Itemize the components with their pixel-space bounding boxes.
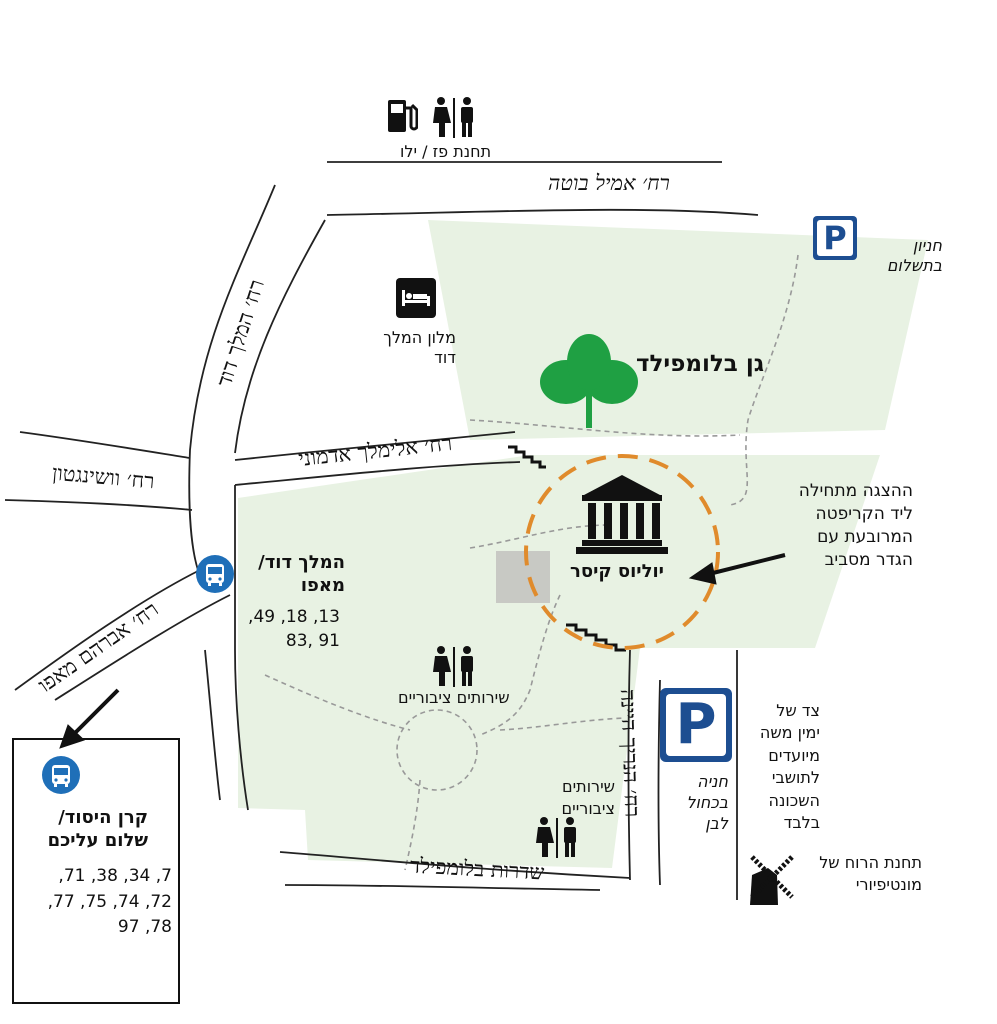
resident-parking-note-line: צד של bbox=[776, 701, 820, 720]
bus-stop-2-lines-row: 7, 34, 38, 71, bbox=[58, 866, 172, 886]
bus-stop-2-title: קרן היסוד/ שלום עליכם bbox=[22, 806, 148, 853]
windmill-label-line: מונטיפיורי bbox=[855, 875, 922, 895]
blue-white-parking-line: לבן bbox=[705, 813, 728, 833]
street-label-emil-botta: רח׳ אמיל בוטה bbox=[548, 171, 670, 195]
gas-station-label: תחנת פז / ילו bbox=[400, 142, 492, 161]
windmill-label: תחנת הרוח של מונטיפיורי bbox=[800, 852, 922, 897]
stairs-icon bbox=[566, 623, 626, 652]
paid-parking-label: חניון בתשלום bbox=[872, 236, 942, 276]
bus-icon bbox=[42, 756, 80, 794]
paid-parking-line: בתשלום bbox=[886, 256, 942, 275]
restroom-icon bbox=[430, 96, 478, 138]
paid-parking-line: חניון bbox=[912, 236, 942, 255]
restrooms-label: שירותים ציבוריים bbox=[398, 688, 510, 707]
bus-stop-1-lines: 13, 18, 49, 91 ,83 bbox=[240, 606, 340, 654]
arrow-icon bbox=[59, 553, 786, 749]
crypt-plaza bbox=[496, 551, 550, 603]
museum-icon bbox=[576, 475, 668, 554]
restrooms-label: שירותים ציבוריים bbox=[545, 776, 615, 819]
exhibition-note-line: ליד הקריפטה bbox=[815, 503, 913, 524]
bus-stop-1-title: המלך דוד/ מאפו bbox=[240, 552, 345, 597]
resident-parking-note-line: ימין משה bbox=[759, 723, 820, 743]
bus-stop-2-lines-row: 72, 74, 75, 77, bbox=[47, 891, 172, 912]
exhibition-note-line: המרובעת עם bbox=[817, 526, 913, 547]
hotel-label: מלון המלך דוד bbox=[358, 328, 456, 368]
exhibition-note-line: הגדר מסביב bbox=[824, 549, 913, 570]
resident-parking-note: צד של ימין משה מיועדים לתושבי השכונה בלב… bbox=[748, 700, 820, 834]
blue-white-parking-label: חניה בכחול לבן bbox=[670, 772, 728, 834]
bus-stop-1-lines-row: 91 ,83 bbox=[285, 630, 340, 651]
blue-white-parking-line: חניה bbox=[697, 772, 728, 791]
bus-stop-2-title-line: קרן היסוד/ bbox=[58, 807, 148, 828]
stairs-icon bbox=[508, 445, 546, 469]
windmill-label-line: תחנת הרוח של bbox=[819, 853, 922, 872]
bus-icon bbox=[196, 555, 234, 593]
resident-parking-note-line: בלבד bbox=[783, 812, 820, 832]
restrooms-label-line: שירותים bbox=[561, 777, 615, 796]
park-paths bbox=[264, 254, 799, 871]
blue-white-parking-line: בכחול bbox=[686, 792, 728, 812]
bus-stop-1-title-line: המלך דוד/ bbox=[258, 552, 345, 573]
restroom-icon bbox=[430, 645, 478, 687]
bus-stop-2-title-line: שלום עליכם bbox=[47, 830, 148, 852]
parking-icon: P bbox=[660, 688, 732, 762]
resident-parking-note-line: השכונה bbox=[768, 790, 820, 810]
julius-caesar-label: יוליוס קיסר bbox=[570, 561, 664, 582]
exhibition-note-line: ההצגה מתחילה bbox=[798, 481, 913, 501]
hotel-bed-icon bbox=[396, 278, 436, 318]
windmill-icon bbox=[750, 855, 794, 905]
park-name: גן בלומפילד bbox=[636, 351, 764, 377]
parking-icon: P bbox=[813, 216, 857, 260]
exhibition-note: ההצגה מתחילה ליד הקריפטה המרובעת עם הגדר… bbox=[775, 480, 913, 572]
bus-stop-1-title-line: מאפו bbox=[300, 574, 345, 596]
street-label-heinrich-heine: רח׳ הנריך היינה bbox=[615, 688, 645, 818]
resident-parking-note-line: מיועדים bbox=[768, 745, 820, 765]
hotel-label-line: מלון המלך bbox=[383, 328, 456, 347]
bus-stop-2-box: קרן היסוד/ שלום עליכם 7, 34, 38, 71, 72,… bbox=[12, 738, 180, 1004]
leaf-icon bbox=[540, 334, 638, 428]
hotel-label-line: דוד bbox=[434, 348, 456, 367]
restroom-icon bbox=[533, 816, 581, 858]
resident-parking-note-line: לתושבי bbox=[771, 768, 820, 788]
event-location-circle bbox=[524, 454, 720, 650]
bus-stop-2-lines-row: 78, 97 bbox=[117, 917, 172, 937]
gas-pump-icon bbox=[386, 98, 419, 134]
bus-stop-1-lines-row: 13, 18, 49, bbox=[248, 607, 340, 627]
bus-stop-2-lines: 7, 34, 38, 71, 72, 74, 75, 77, 78, 97 bbox=[22, 864, 172, 941]
restrooms-label-line: ציבוריים bbox=[561, 798, 615, 818]
streets bbox=[4, 161, 759, 900]
